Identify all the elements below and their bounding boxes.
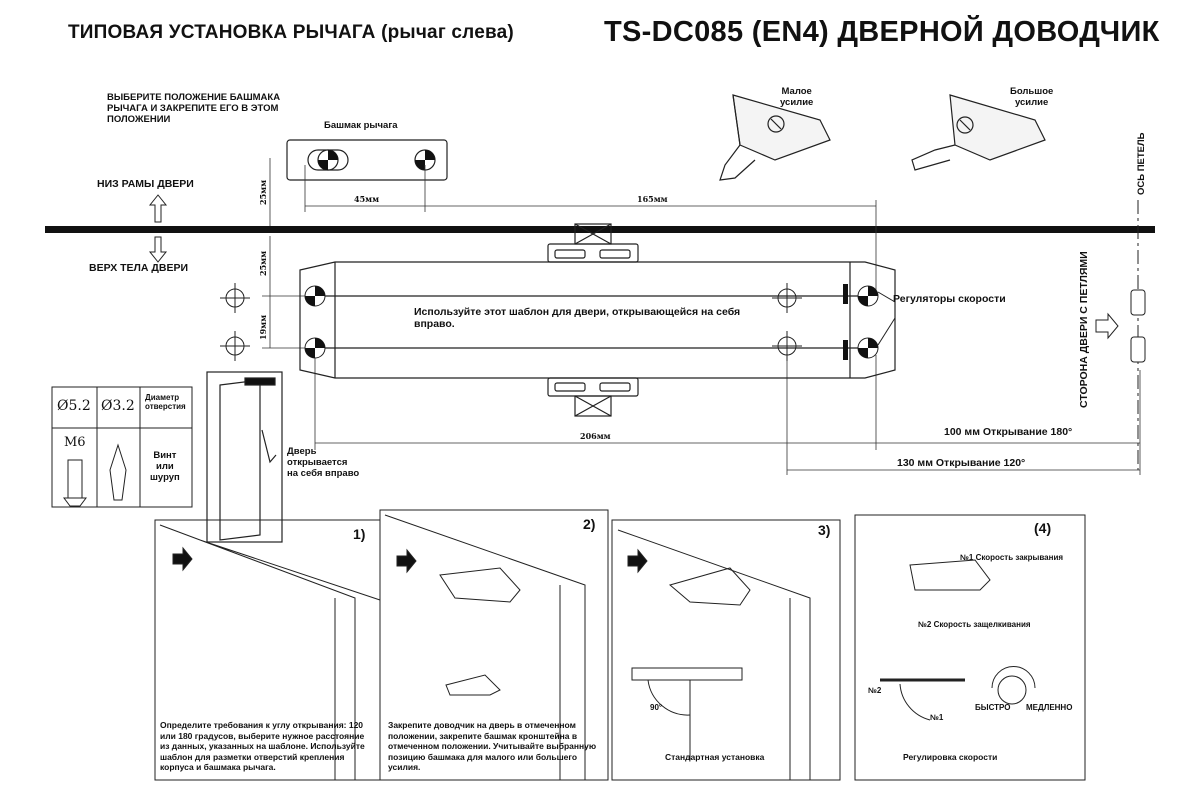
dim-25-top: 25мм bbox=[258, 179, 268, 205]
select-shoe-note: ВЫБЕРИТЕ ПОЛОЖЕНИЕ БАШМАКА РЫЧАГА И ЗАКР… bbox=[107, 92, 281, 125]
screw-label: Винт или шуруп bbox=[150, 450, 180, 483]
double-arrow bbox=[148, 194, 168, 263]
dim-45: 45мм bbox=[354, 194, 380, 204]
door-top-label: ВЕРХ ТЕЛА ДВЕРИ bbox=[89, 262, 189, 274]
step-2-number: 2) bbox=[583, 516, 596, 532]
mounting-holes bbox=[220, 283, 802, 361]
hole-diameter-label: Диаметр отверстия bbox=[145, 393, 186, 411]
target-holes bbox=[304, 284, 896, 360]
dim-206: 206мм bbox=[580, 431, 611, 441]
closer-body bbox=[299, 223, 896, 417]
hinge-side-label: СТОРОНА ДВЕРИ С ПЕТЛЯМИ bbox=[1078, 251, 1090, 408]
step-4-caption: Регулировка скорости bbox=[903, 752, 998, 762]
n1-label: №1 bbox=[930, 713, 944, 722]
large-force-label: Большое усилие bbox=[1010, 86, 1054, 108]
step-1-text: Определите требования к углу открывания:… bbox=[160, 720, 365, 772]
slow-label: МЕДЛЕННО bbox=[1026, 703, 1073, 712]
door-sketch bbox=[206, 371, 283, 543]
hinge-axis bbox=[1095, 200, 1146, 470]
product-title: TS-DC085 (EN4) ДВЕРНОЙ ДОВОДЧИК bbox=[604, 16, 1160, 48]
hole-d1: Ø5.2 bbox=[57, 398, 91, 414]
step-panels bbox=[154, 509, 1086, 781]
closing-speed-label: №1 Скорость закрывания bbox=[960, 553, 1064, 562]
large-force-illustration bbox=[911, 94, 1046, 171]
step-3-number: 3) bbox=[818, 522, 831, 538]
step-1-number: 1) bbox=[353, 526, 366, 542]
speed-regulators-label: Регуляторы скорости bbox=[893, 293, 1006, 305]
small-force-illustration bbox=[719, 94, 831, 181]
holes-table bbox=[51, 386, 193, 508]
dim-165: 165мм bbox=[637, 194, 668, 204]
opening-120: 130 мм Открывание 120° bbox=[897, 457, 1026, 469]
m6-label: M6 bbox=[64, 435, 86, 450]
left-title: ТИПОВАЯ УСТАНОВКА РЫЧАГА (рычаг слева) bbox=[68, 22, 514, 43]
small-force-label: Малое усилие bbox=[780, 86, 814, 108]
n2-label: №2 bbox=[868, 686, 882, 695]
step-3-caption: Стандартная установка bbox=[665, 752, 765, 762]
latch-speed-label: №2 Скорость защелкивания bbox=[918, 620, 1031, 629]
step-2-text: Закрепите доводчик на дверь в отмеченном… bbox=[388, 720, 597, 772]
shoe-label: Башмак рычага bbox=[324, 120, 398, 131]
hole-d2: Ø3.2 bbox=[101, 398, 135, 414]
dim-25-mid: 25мм bbox=[258, 250, 268, 276]
step-3-angle: 90° bbox=[650, 703, 663, 712]
fast-label: БЫСТРО bbox=[975, 703, 1011, 712]
door-opens-label: Дверь открывается на себя вправо bbox=[287, 446, 360, 479]
step-4-number: (4) bbox=[1034, 520, 1052, 536]
center-note: Используйте этот шаблон для двери, откры… bbox=[414, 306, 741, 330]
hinge-axis-label: ОСЬ ПЕТЕЛЬ bbox=[1136, 132, 1147, 195]
frame-bottom-label: НИЗ РАМЫ ДВЕРИ bbox=[97, 178, 194, 190]
lever-shoe bbox=[286, 139, 448, 181]
opening-180: 100 мм Открывание 180° bbox=[944, 426, 1073, 438]
dim-19: 19мм bbox=[258, 314, 268, 340]
